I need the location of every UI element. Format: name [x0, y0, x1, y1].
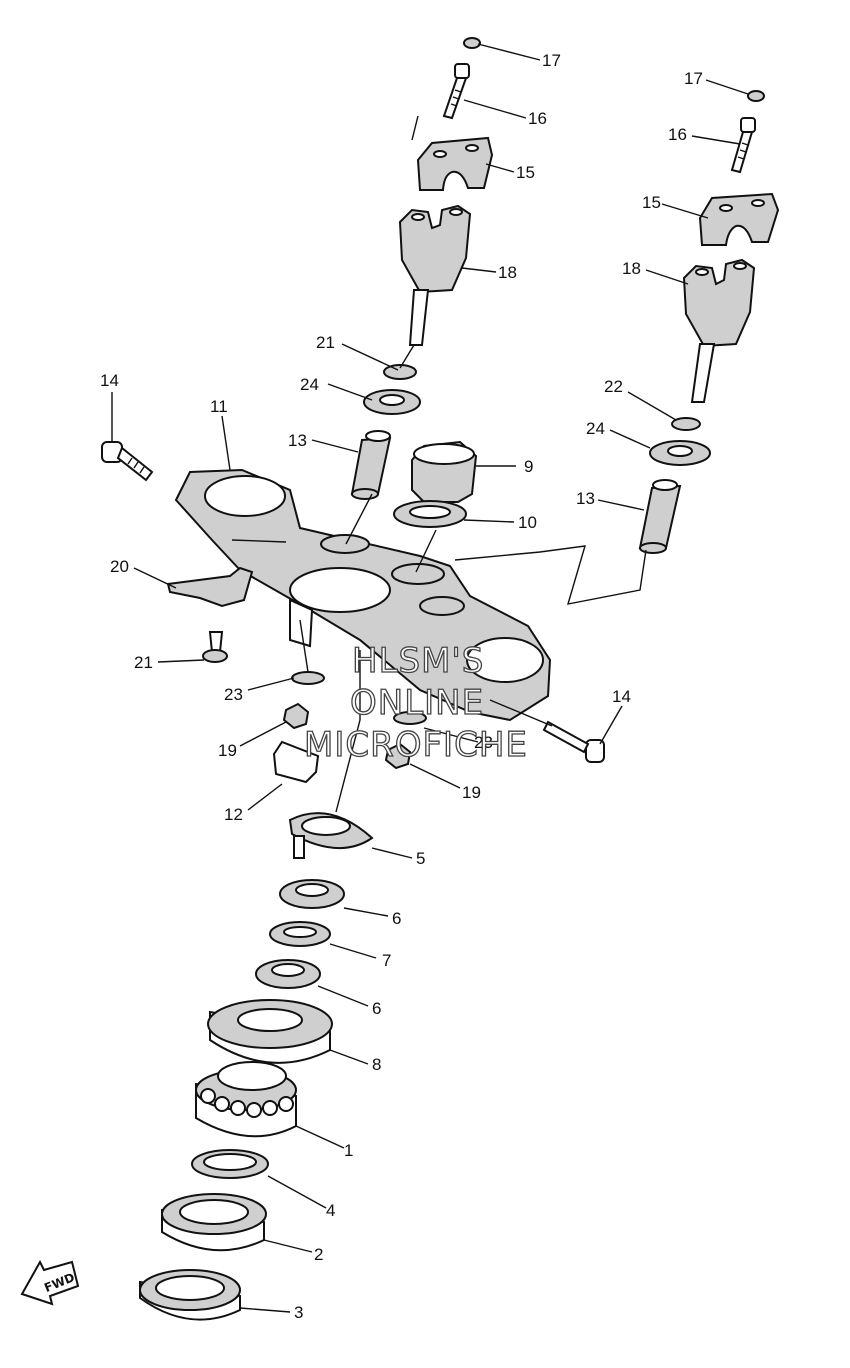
callout-15-right: 15	[642, 193, 661, 212]
lock-washer-5	[288, 812, 374, 859]
nut-19-right	[384, 742, 412, 770]
ring-nut-6-upper	[279, 879, 345, 909]
riser-18-right	[682, 258, 756, 403]
callout-22: 22	[604, 377, 623, 396]
callout-1: 1	[344, 1141, 353, 1160]
bolt-16-right	[730, 117, 756, 174]
callout-18-left: 18	[498, 263, 517, 282]
callout-16-left: 16	[528, 109, 547, 128]
callout-10: 10	[518, 513, 537, 532]
clamp-15-right	[698, 192, 780, 246]
callout-6-lower: 6	[372, 999, 381, 1018]
callout-14-right: 14	[612, 687, 631, 706]
callout-15-left: 15	[516, 163, 535, 182]
callout-24-right: 24	[586, 419, 605, 438]
callout-9: 9	[524, 457, 533, 476]
riser-18-left	[398, 204, 472, 346]
upper-bracket-11	[174, 468, 552, 722]
callout-17-left: 17	[542, 51, 561, 70]
bearing-race-2	[161, 1193, 267, 1252]
plate-12	[272, 740, 320, 784]
washer-23-right	[393, 711, 427, 725]
callout-6-upper: 6	[392, 909, 401, 928]
callout-17-right: 17	[684, 69, 703, 88]
callout-5: 5	[416, 849, 425, 868]
callout-8: 8	[372, 1055, 381, 1074]
callout-7: 7	[382, 951, 391, 970]
callout-3: 3	[294, 1303, 303, 1322]
damper-24-left	[363, 389, 421, 415]
damper-24-right	[649, 440, 711, 466]
callout-2: 2	[314, 1245, 323, 1264]
nut-9	[411, 440, 478, 503]
callout-4: 4	[326, 1201, 335, 1220]
callout-21-upper: 21	[316, 333, 335, 352]
callout-11: 11	[210, 397, 228, 416]
dust-seal-3	[139, 1269, 241, 1321]
bolt-14-left	[101, 441, 154, 482]
callout-24-left: 24	[300, 375, 319, 394]
callout-23-left: 23	[224, 685, 243, 704]
fwd-arrow-icon: FWD	[20, 1259, 80, 1306]
callout-13-right: 13	[576, 489, 595, 508]
cap-17-left	[463, 37, 481, 49]
bearing-1	[195, 1061, 297, 1138]
cap-17-right	[747, 90, 765, 102]
washer-21-left-top	[383, 364, 417, 380]
callout-14-left: 14	[100, 371, 119, 390]
bolt-14-right	[542, 720, 605, 763]
washer-4	[191, 1149, 269, 1179]
washer-23-left	[291, 671, 325, 685]
leader-lines	[111, 43, 749, 1313]
watermark: HLSM'S ONLINE MICROFICHE	[303, 640, 528, 765]
collar-13-left	[350, 430, 392, 500]
callout-20: 20	[110, 557, 129, 576]
collar-13-right	[638, 479, 682, 554]
callout-19-right: 19	[462, 783, 481, 802]
washer-7	[269, 921, 331, 947]
callout-21-lower: 21	[134, 653, 153, 672]
callout-12: 12	[224, 805, 243, 824]
bolt-16-left	[442, 63, 470, 120]
nut-19-left	[282, 702, 310, 730]
bracket-20	[166, 566, 254, 608]
washer-10	[393, 500, 467, 528]
callout-16-right: 16	[668, 125, 687, 144]
clamp-15-left	[416, 136, 494, 191]
cover-8	[207, 999, 333, 1064]
bolt-21-lower	[202, 631, 228, 663]
callout-23-right: 23	[474, 733, 493, 752]
assembly-lines	[299, 115, 647, 813]
watermark-line-2: ONLINE	[350, 683, 484, 723]
callouts: 17 16 15 18 21 24 14 11 13 9 10 20 21 23…	[100, 51, 703, 1322]
watermark-line-1: HLSM'S	[352, 641, 484, 681]
callout-13-left: 13	[288, 431, 307, 450]
callout-18-right: 18	[622, 259, 641, 278]
ring-nut-6-lower	[255, 959, 321, 989]
watermark-line-3: MICROFICHE	[304, 725, 528, 765]
callout-19-left: 19	[218, 741, 237, 760]
washer-22-right	[671, 417, 701, 431]
